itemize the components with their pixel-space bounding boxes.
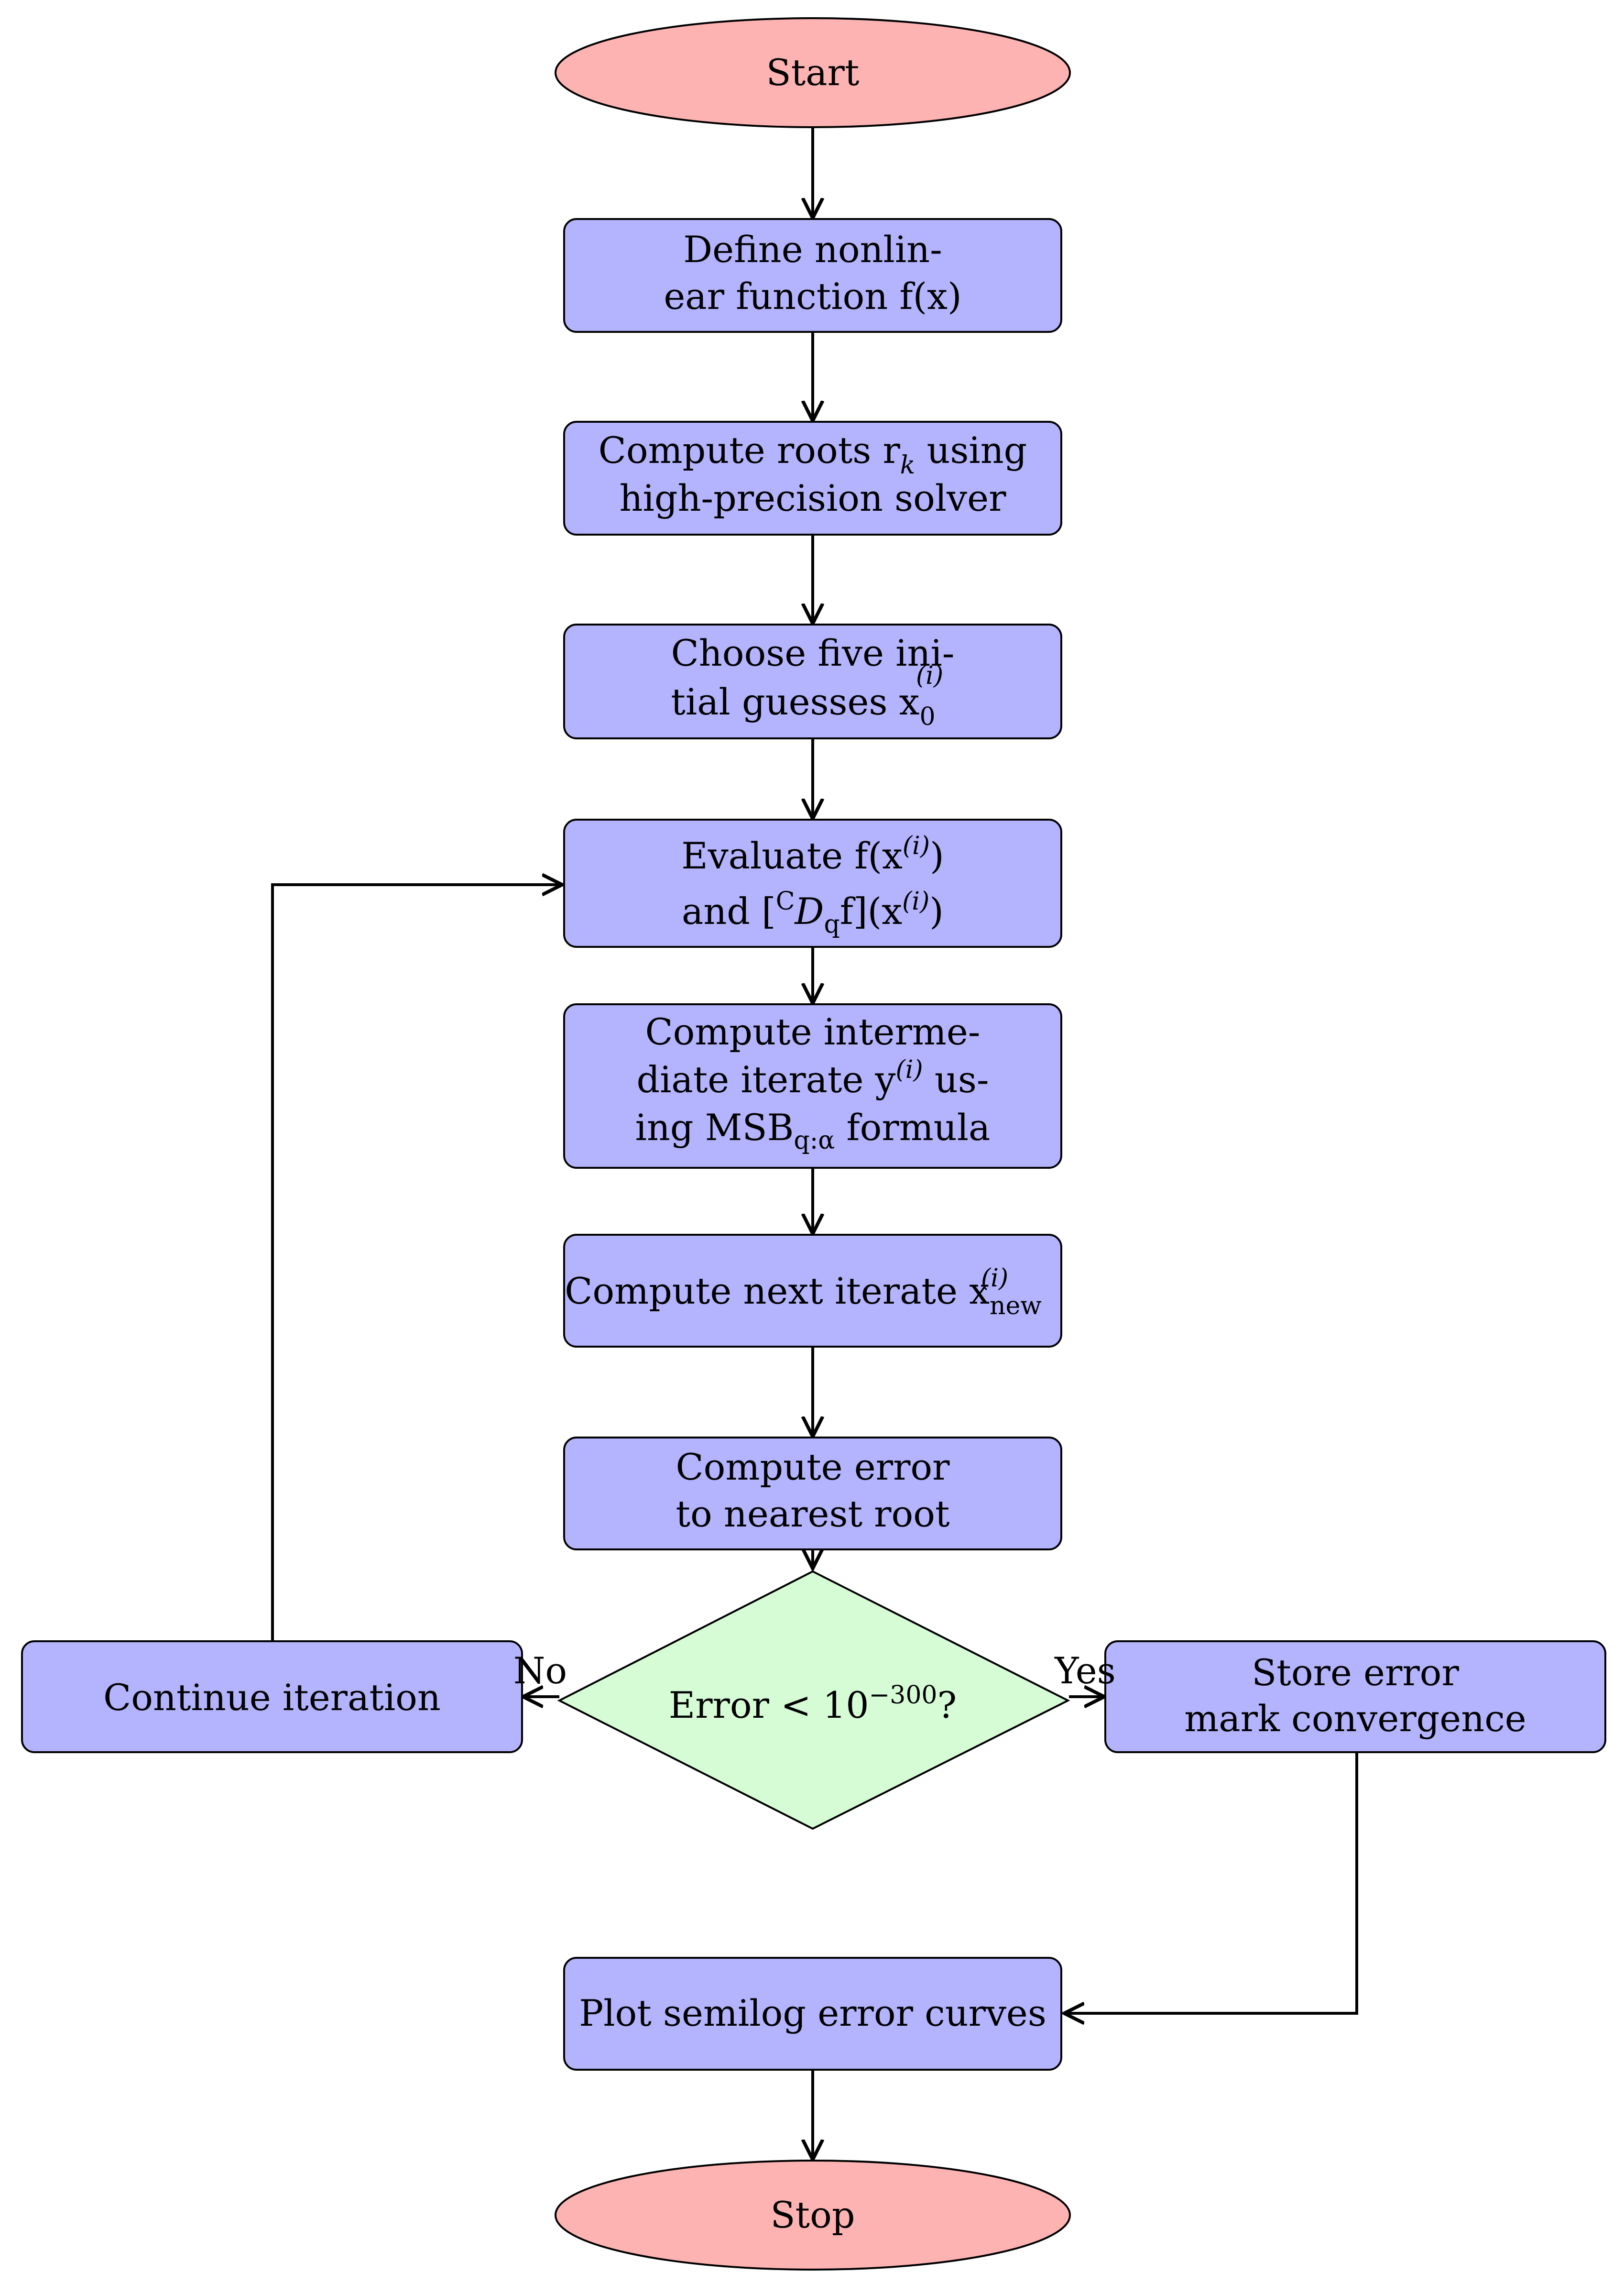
step-define-line1: Define nonlin-	[683, 228, 942, 271]
continue-label: Continue iteration	[103, 1676, 441, 1719]
stop-label: Stop	[770, 2194, 855, 2236]
plot-label: Plot semilog error curves	[579, 1992, 1046, 2034]
start-node: Start	[555, 17, 1071, 128]
start-label: Start	[766, 51, 860, 94]
step-evaluate-line1: Evaluate f(x(i))	[681, 832, 944, 877]
step-guesses-line1: Choose five ini-	[671, 632, 955, 674]
step-intermediate-line2: diate iterate y(i) us-	[636, 1055, 989, 1101]
edges	[271, 128, 1358, 2160]
step-define-function: Define nonlin- ear function f(x)	[563, 218, 1062, 333]
step-intermediate-line3: ing MSBq:α formula	[635, 1106, 991, 1155]
step-roots-line2: high-precision solver	[620, 477, 1007, 519]
step-guesses-line2: tial guesses x0	[671, 681, 935, 731]
store-line1: Store error	[1252, 1651, 1459, 1694]
step-intermediate-iterate: Compute interme- diate iterate y(i) us- …	[563, 1003, 1062, 1169]
step-compute-error: Compute error to nearest root	[563, 1437, 1062, 1550]
step-intermediate-line1: Compute interme-	[645, 1010, 980, 1053]
store-line2: mark convergence	[1184, 1697, 1526, 1740]
store-error-node: Store error mark convergence	[1104, 1640, 1606, 1753]
step-choose-guesses: Choose five ini- tial guesses x0 (i)	[563, 624, 1062, 739]
decision-label: Error < 10−300?	[669, 1681, 957, 1726]
decision-error-threshold: Error < 10−300?	[557, 1570, 1070, 1830]
step-next-superscript: (i)	[981, 1264, 1008, 1293]
step-next-line1: Compute next iterate xnew	[565, 1270, 1042, 1320]
edge-continue-evaluate	[271, 885, 562, 1640]
branch-label-yes: Yes	[1054, 1649, 1116, 1692]
step-compute-roots: Compute roots rk using high-precision so…	[563, 421, 1062, 536]
step-define-line2: ear function f(x)	[664, 275, 961, 318]
continue-iteration-node: Continue iteration	[21, 1640, 523, 1753]
step-guesses-superscript: (i)	[916, 661, 943, 690]
stop-node: Stop	[555, 2160, 1071, 2271]
step-error-line2: to nearest root	[676, 1493, 949, 1535]
branch-label-no: No	[513, 1649, 567, 1692]
step-evaluate: Evaluate f(x(i)) and [CDqf](x(i))	[563, 819, 1062, 948]
step-roots-line1: Compute roots rk using	[599, 429, 1027, 480]
edge-store-plot	[1064, 1753, 1358, 2013]
step-evaluate-line2: and [CDqf](x(i))	[682, 887, 944, 939]
step-error-line1: Compute error	[676, 1446, 950, 1488]
plot-curves-node: Plot semilog error curves	[563, 1957, 1062, 2071]
step-next-iterate: Compute next iterate xnew (i)	[563, 1234, 1062, 1348]
